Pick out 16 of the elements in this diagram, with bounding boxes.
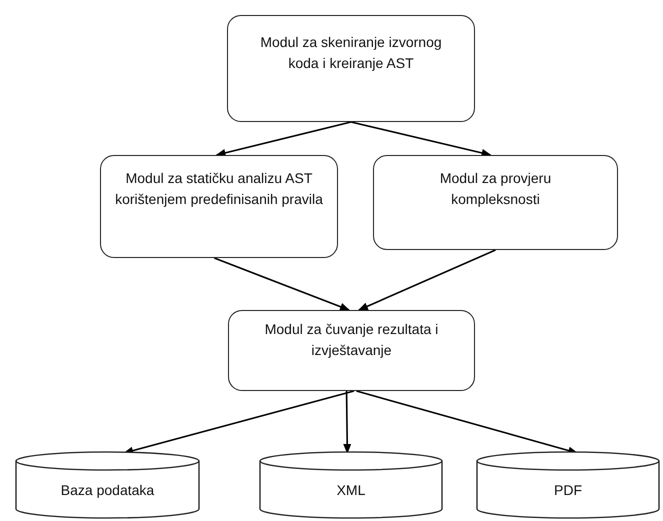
arrow [358,249,496,311]
node-label: PDF [553,481,583,500]
process-box [227,15,475,122]
node-label: Modul za čuvanje rezultata i izvještavanje [264,320,440,360]
arrow [214,257,350,311]
node-label: Modul za skeniranje izvornog koda i kreiranje AST [259,33,443,73]
arrow [216,121,352,157]
arrow [343,390,352,454]
node-label: XML [336,481,366,500]
process-box [100,155,338,258]
arrow [350,121,492,157]
node-label: Baza podataka [60,481,156,500]
process-box [228,310,475,391]
process-box [373,155,618,250]
node-label: Modul za statičku analizu AST korištenjem predefinisanih pravila [115,169,323,209]
node-label: Modul za provjeru kompleksnosti [438,169,552,209]
